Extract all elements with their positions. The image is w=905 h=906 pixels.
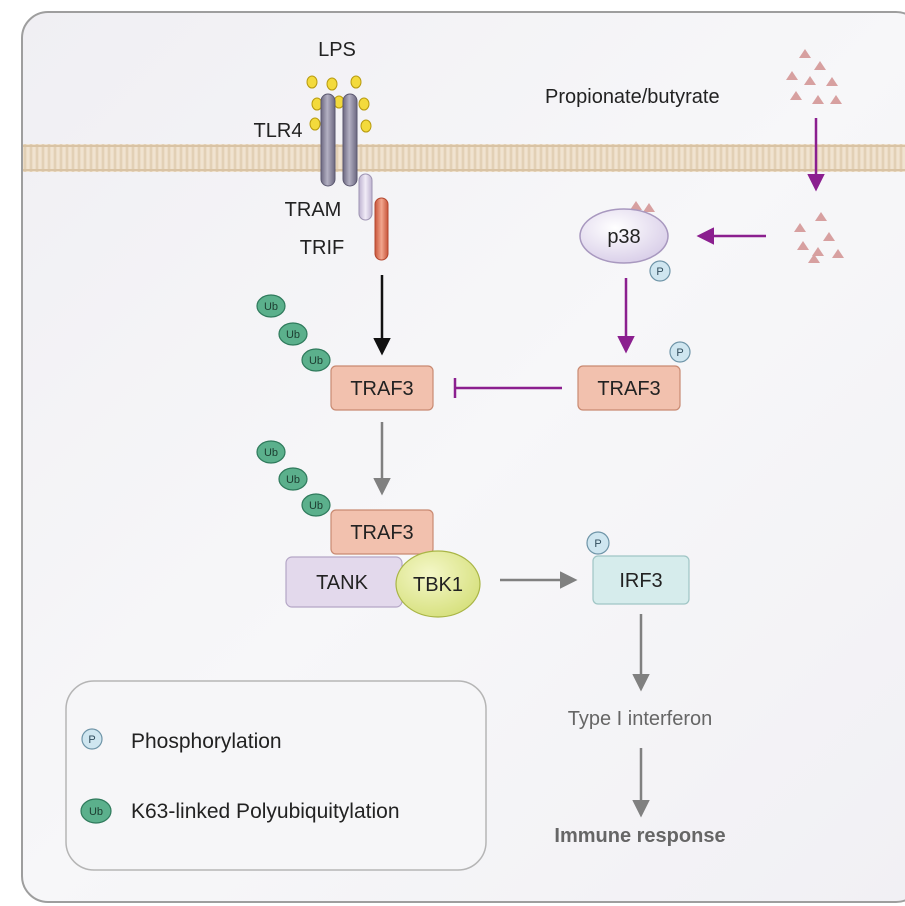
- ub-chain-upper: Ub Ub Ub: [256, 294, 331, 372]
- p38-phospho-badge: P: [649, 260, 671, 282]
- propionate-butyrate-label: Propionate/butyrate: [545, 86, 720, 108]
- irf3-phospho-badge: P: [586, 531, 610, 555]
- svg-text:P: P: [676, 347, 683, 359]
- svg-text:P: P: [656, 266, 663, 278]
- trif-adaptor: [374, 197, 389, 261]
- cell-background: [21, 11, 905, 903]
- traf3-complex-node: TRAF3: [330, 509, 434, 555]
- svg-text:Ub: Ub: [264, 301, 278, 313]
- p38-label: p38: [607, 226, 640, 248]
- scfa-intracellular: [794, 212, 844, 263]
- legend-phosphorylation-label: Phosphorylation: [131, 730, 282, 753]
- legend-ubiquitination-label: K63-linked Polyubiquitylation: [131, 800, 400, 823]
- svg-text:P: P: [594, 538, 601, 550]
- traf3-upper-label: TRAF3: [350, 378, 413, 400]
- svg-text:Ub: Ub: [286, 474, 300, 486]
- lps-label: LPS: [318, 39, 356, 61]
- svg-text:Ub: Ub: [309, 355, 323, 367]
- tlr4-label: TLR4: [254, 120, 303, 142]
- scfa-extracellular: [786, 49, 842, 104]
- traf3-upper-node: TRAF3: [330, 365, 434, 411]
- trif-label: TRIF: [300, 237, 344, 259]
- plasma-membrane: [23, 144, 905, 172]
- legend-box: P Phosphorylation Ub K63-linked Polyubiq…: [65, 680, 487, 871]
- svg-text:Ub: Ub: [264, 447, 278, 459]
- tram-adaptor: [358, 173, 373, 221]
- type-i-interferon-label: Type I interferon: [568, 708, 713, 730]
- lps-molecules: [306, 75, 372, 133]
- tbk1-label: TBK1: [413, 574, 463, 596]
- traf3-phospho-label: TRAF3: [597, 378, 660, 400]
- tank-node: TANK: [285, 556, 403, 608]
- irf3-label: IRF3: [619, 570, 662, 592]
- tbk1-node: TBK1: [395, 550, 481, 618]
- irf3-node: IRF3: [592, 555, 690, 605]
- p38-node: p38: [579, 208, 669, 264]
- traf3-phospho-badge: P: [669, 341, 691, 363]
- tlr4-receptor: [320, 93, 358, 187]
- tram-label: TRAM: [285, 199, 342, 221]
- inhibition-traf3-p-to-traf3: [453, 378, 562, 398]
- legend-ub-icon: Ub: [80, 798, 112, 824]
- scfa-bound-p38: [630, 201, 655, 212]
- traf3-phospho-node: TRAF3: [577, 365, 681, 411]
- svg-text:Ub: Ub: [89, 806, 103, 818]
- svg-text:Ub: Ub: [286, 329, 300, 341]
- tank-label: TANK: [316, 572, 369, 594]
- immune-response-label: Immune response: [554, 825, 725, 847]
- legend-phospho-icon: P: [81, 728, 103, 750]
- svg-text:Ub: Ub: [309, 500, 323, 512]
- svg-text:P: P: [88, 734, 95, 746]
- ub-chain-lower: Ub Ub Ub: [256, 440, 331, 517]
- traf3-complex-label: TRAF3: [350, 522, 413, 544]
